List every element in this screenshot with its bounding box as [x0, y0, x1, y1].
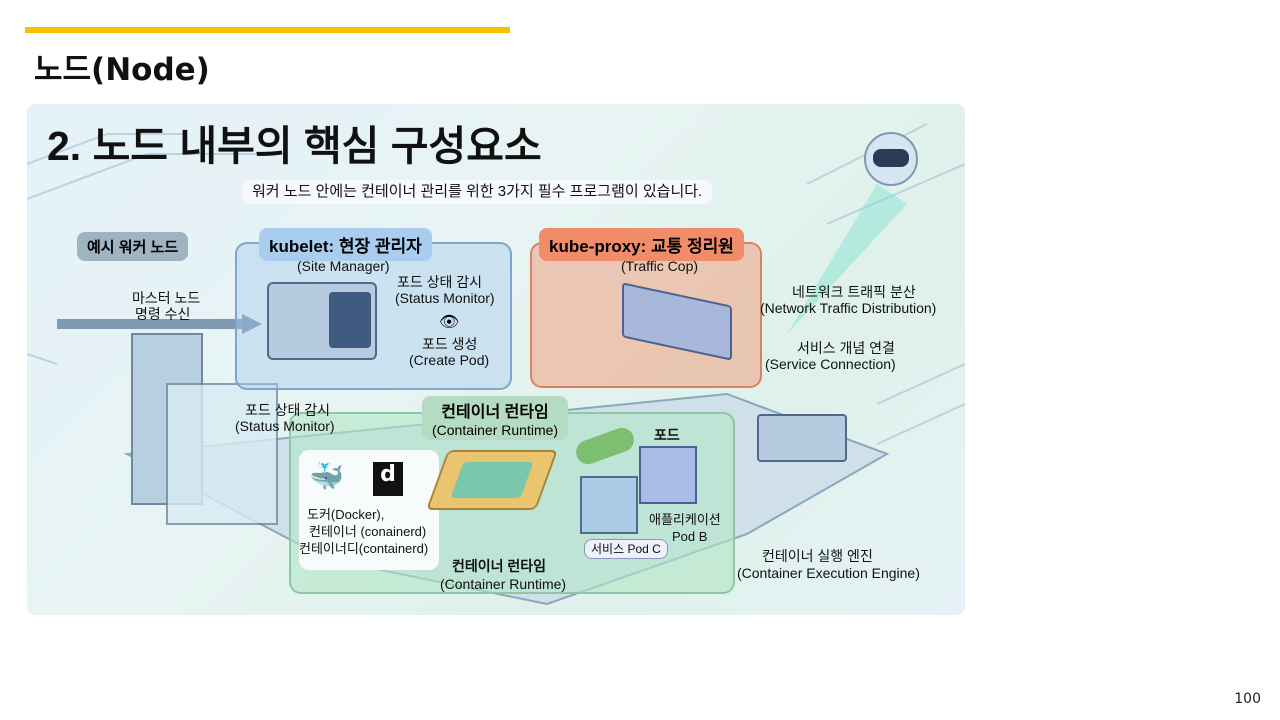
slide-title: 노드(Node) — [34, 52, 210, 88]
service-kr: 서비스 개념 연결 — [797, 340, 895, 356]
kubelet-machine-icon — [267, 282, 377, 360]
service-en: (Service Connection) — [765, 356, 896, 372]
engine-kr: 컨테이너 실행 엔진 — [762, 548, 873, 564]
page-number: 100 — [1234, 691, 1261, 707]
cpu-chip-icon — [426, 450, 558, 510]
runtime-title-en: (Container Runtime) — [432, 422, 559, 438]
kube-proxy-title: kube-proxy: 교통 정리원 — [539, 228, 744, 261]
app-pod-en: Pod B — [672, 529, 708, 544]
create-pod-kr: 포드 생성 — [422, 336, 478, 352]
runtime-title-kr: 컨테이너 런타임 — [441, 404, 549, 421]
service-container-icon — [580, 476, 638, 534]
master-command-line1: 마스터 노드 — [132, 290, 201, 306]
node-components-illustration: 2. 노드 내부의 핵심 구성요소 워커 노드 안에는 컨테이너 관리를 위한 … — [27, 104, 965, 615]
create-pod-en: (Create Pod) — [409, 352, 490, 368]
tools-line1: 도커(Docker), — [307, 507, 385, 522]
left-status-monitor-kr: 포드 상태 감시 — [245, 402, 331, 418]
worker-node-label: 예시 워커 노드 — [77, 232, 189, 261]
engine-en: (Container Execution Engine) — [737, 565, 920, 581]
traffic-kr: 네트워크 트래픽 분산 — [792, 284, 916, 300]
status-monitor-kr: 포드 상태 감시 — [397, 274, 483, 290]
runtime-title: 컨테이너 런타임 (Container Runtime) — [422, 396, 569, 440]
status-monitor-en: (Status Monitor) — [395, 290, 495, 306]
kube-proxy-subtitle: (Traffic Cop) — [621, 258, 699, 274]
kubelet-subtitle: (Site Manager) — [297, 258, 390, 274]
pod-label: 포드 — [654, 427, 680, 443]
docker-icon: 🐳 — [309, 460, 344, 493]
illustration-heading: 2. 노드 내부의 핵심 구성요소 — [47, 123, 542, 169]
eye-icon: 👁 — [439, 312, 460, 331]
kubelet-title: kubelet: 현장 관리자 — [259, 228, 432, 261]
left-status-monitor-en: (Status Monitor) — [235, 418, 335, 434]
accent-bar — [25, 27, 510, 33]
app-container-icon — [639, 446, 697, 504]
tools-line2: 컨테이너 (conainerd) — [309, 524, 427, 539]
runtime-tools-bubble: 🐳 d — [299, 450, 439, 570]
secondary-switch-icon — [757, 414, 847, 462]
containerd-icon: d — [373, 462, 403, 496]
runtime-bottom-kr: 컨테이너 런타임 — [452, 558, 547, 574]
master-command-line2: 명령 수신 — [135, 306, 191, 322]
illustration-subtitle: 워커 노드 안에는 컨테이너 관리를 위한 3가지 필수 프로그램이 있습니다. — [242, 180, 713, 204]
app-pod-kr: 애플리케이션 — [649, 512, 721, 527]
service-pod-label: 서비스 Pod C — [584, 539, 668, 559]
tools-line3: 컨테이너디(containerd) — [299, 541, 429, 556]
traffic-en: (Network Traffic Distribution) — [760, 300, 937, 316]
runtime-bottom-en: (Container Runtime) — [440, 576, 567, 592]
